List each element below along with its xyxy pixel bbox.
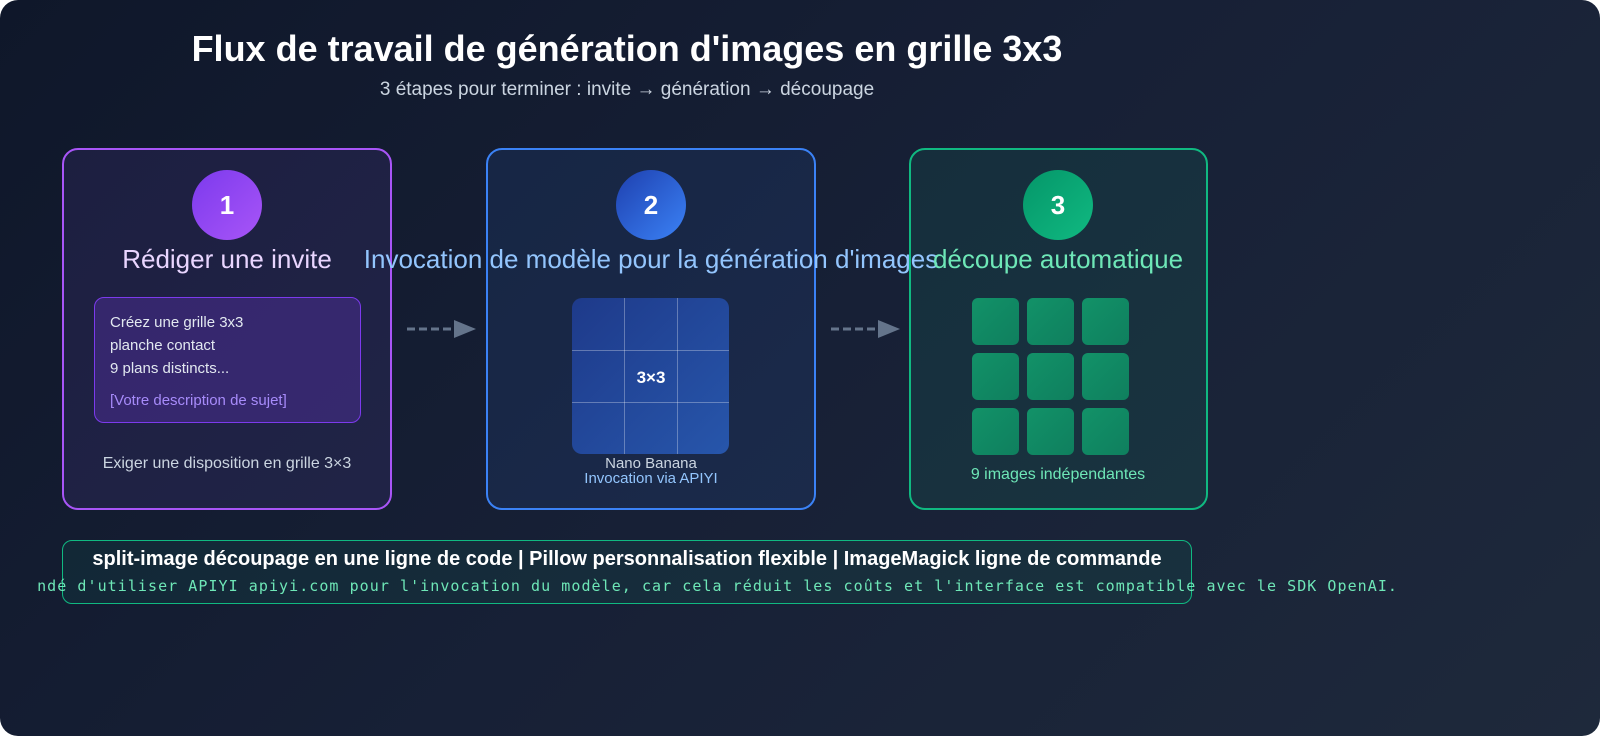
step-title: Rédiger une invite bbox=[122, 244, 332, 274]
dashed-arrow-right-icon bbox=[831, 320, 900, 338]
tips-box bbox=[62, 540, 1192, 604]
page-title: Flux de travail de génération d'images e… bbox=[191, 28, 1063, 69]
tile bbox=[1027, 408, 1074, 455]
page-subtitle: 3 étapes pour terminer : invite → généra… bbox=[379, 79, 875, 100]
prompt-line: planche contact bbox=[110, 337, 216, 354]
tile bbox=[972, 353, 1019, 400]
step-number-badge: 3 bbox=[1023, 170, 1093, 240]
tile bbox=[972, 408, 1019, 455]
step-title: Invocation de modèle pour la génération … bbox=[363, 244, 939, 274]
tile bbox=[1082, 408, 1129, 455]
step-number-badge: 1 bbox=[192, 170, 262, 240]
tile bbox=[1027, 353, 1074, 400]
prompt-line: Créez une grille 3x3 bbox=[110, 314, 244, 331]
recommendation-tip: ndé d'utiliser APIYI apiyi.com pour l'in… bbox=[37, 577, 1398, 595]
tile bbox=[972, 298, 1019, 345]
step-title: découpe automatique bbox=[932, 244, 1184, 274]
step-number-badge: 2 bbox=[616, 170, 686, 240]
grid-image-preview bbox=[572, 298, 729, 454]
prompt-line: 9 plans distincts... bbox=[110, 360, 230, 377]
grid-label: 3×3 bbox=[636, 368, 666, 387]
prompt-placeholder: [Votre description de sujet] bbox=[110, 392, 287, 409]
tile bbox=[1027, 298, 1074, 345]
tools-tip: split-image découpage en une ligne de co… bbox=[92, 548, 1162, 570]
model-caption: Nano Banana bbox=[605, 455, 697, 472]
prompt-box bbox=[94, 297, 361, 423]
step-caption: Exiger une disposition en grille 3×3 bbox=[102, 455, 352, 472]
step-caption: 9 images indépendantes bbox=[970, 466, 1146, 483]
dashed-arrow-right-icon bbox=[407, 320, 476, 338]
tile bbox=[1082, 353, 1129, 400]
tile bbox=[1082, 298, 1129, 345]
provider-caption: Invocation via APIYI bbox=[584, 470, 718, 487]
